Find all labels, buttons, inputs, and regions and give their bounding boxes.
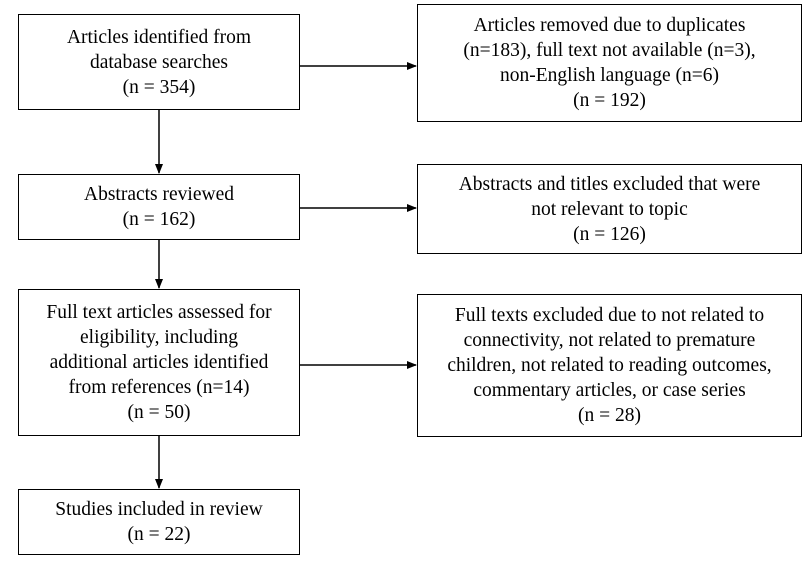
box-line: Abstracts and titles excluded that were (458, 173, 761, 195)
box-line: (n = 192) (573, 90, 646, 111)
box-line: Articles removed due to duplicates (473, 15, 746, 36)
box-line: (n = 162) (122, 209, 196, 230)
box-abstracts-reviewed: Abstracts reviewed (n = 162) (18, 174, 300, 240)
box-line: eligibility, including (80, 327, 238, 348)
box-fulltext-assessed: Full text articles assessed for eligibil… (18, 289, 300, 436)
box-line: (n = 28) (578, 405, 641, 426)
box-line: Full texts excluded due to not related t… (454, 305, 765, 326)
box-line: connectivity, not related to premature (463, 330, 756, 351)
box-studies-included: Studies included in review (n = 22) (18, 489, 300, 555)
box-excluded-not-relevant: Abstracts and titles excluded that were … (417, 164, 802, 254)
box-line: Abstracts reviewed (84, 184, 234, 205)
box-line: non-English language (n=6) (500, 65, 719, 86)
box-line: (n = 22) (127, 524, 191, 545)
box-line: additional articles identified (49, 352, 269, 373)
box-line: Full text articles assessed for (46, 302, 272, 323)
box-line: Articles identified from (66, 26, 252, 48)
box-line: Studies included in review (55, 499, 263, 520)
box-line: children, not related to reading outcome… (447, 355, 772, 376)
box-line: (n=183), full text not available (n=3), (463, 40, 756, 61)
box-articles-identified: Articles identified from database search… (18, 14, 300, 110)
box-line: (n = 126) (573, 223, 646, 245)
box-fulltext-excluded: Full texts excluded due to not related t… (417, 294, 802, 437)
box-line: from references (n=14) (68, 377, 250, 398)
box-line: (n = 354) (122, 76, 196, 98)
box-line: not relevant to topic (531, 198, 688, 220)
box-line: commentary articles, or case series (473, 380, 746, 401)
box-line: database searches (89, 51, 229, 73)
box-line: (n = 50) (127, 402, 191, 423)
box-removed-duplicates: Articles removed due to duplicates (n=18… (417, 4, 802, 122)
